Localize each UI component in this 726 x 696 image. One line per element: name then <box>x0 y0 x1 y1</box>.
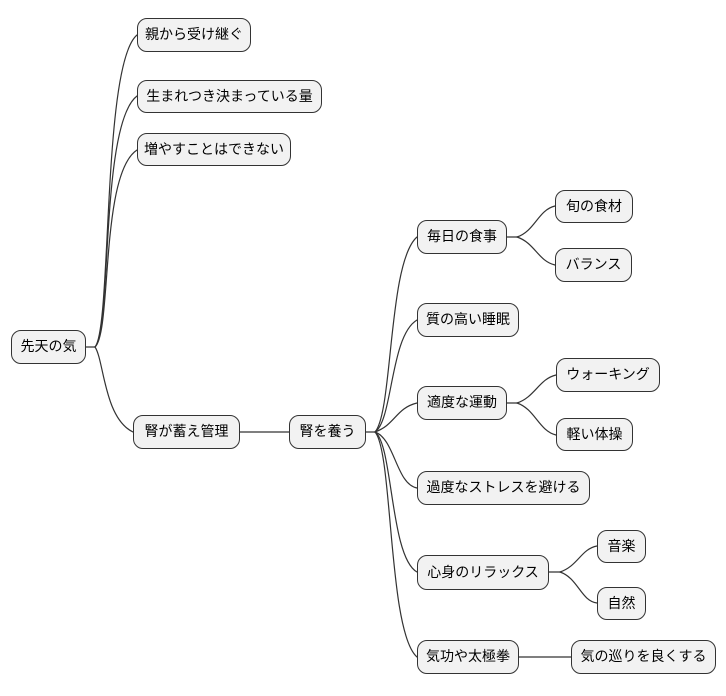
node-fixed-amount-at-birth: 生まれつき決まっている量 <box>137 80 322 113</box>
node-improve-qi-flow: 気の巡りを良くする <box>571 640 716 674</box>
edge-nourish-to-quality-sleep <box>374 319 418 433</box>
node-nourish-kidney: 腎を養う <box>289 415 366 449</box>
node-light-exercise: 軽い体操 <box>556 418 633 451</box>
node-cannot-be-increased: 増やすことはできない <box>137 133 291 166</box>
node-seasonal-ingredients: 旬の食材 <box>555 190 633 223</box>
edge-root-to-fixed-amount <box>94 95 138 348</box>
node-qigong-taichi: 気功や太極拳 <box>417 640 519 674</box>
node-moderate-exercise: 適度な運動 <box>417 386 507 420</box>
edge-daily-meals-to-seasonal <box>516 205 556 238</box>
node-innate-qi: 先天の気 <box>11 330 86 364</box>
edge-nourish-to-daily-meals <box>374 236 418 433</box>
node-inherited-from-parents: 親から受け継ぐ <box>137 18 251 52</box>
node-mind-body-relaxation: 心身のリラックス <box>417 555 549 590</box>
edge-root-to-inherited <box>94 34 138 348</box>
node-quality-sleep: 質の高い睡眠 <box>417 303 519 337</box>
node-balance: バランス <box>555 248 632 282</box>
node-nature: 自然 <box>597 587 646 620</box>
edge-root-to-kidney-stores <box>94 346 134 433</box>
node-daily-meals: 毎日の食事 <box>417 220 507 254</box>
edge-nourish-to-moderate-exercise <box>374 402 418 433</box>
edge-daily-meals-to-balance <box>516 236 556 266</box>
edge-nourish-to-relaxation <box>374 431 418 573</box>
edge-exercise-to-walking <box>516 374 557 404</box>
edge-nourish-to-avoid-stress <box>374 431 418 489</box>
node-walking: ウォーキング <box>556 358 660 392</box>
edge-relaxation-to-nature <box>559 571 598 604</box>
node-kidney-stores-manages: 腎が蓄え管理 <box>133 415 240 449</box>
edge-nourish-to-qigong <box>374 431 418 658</box>
edge-root-to-cannot-increase <box>94 149 138 348</box>
node-avoid-excessive-stress: 過度なストレスを避ける <box>417 471 590 505</box>
edge-relaxation-to-music <box>559 545 598 573</box>
node-music: 音楽 <box>597 530 646 563</box>
edge-exercise-to-light-exercise <box>516 402 557 436</box>
